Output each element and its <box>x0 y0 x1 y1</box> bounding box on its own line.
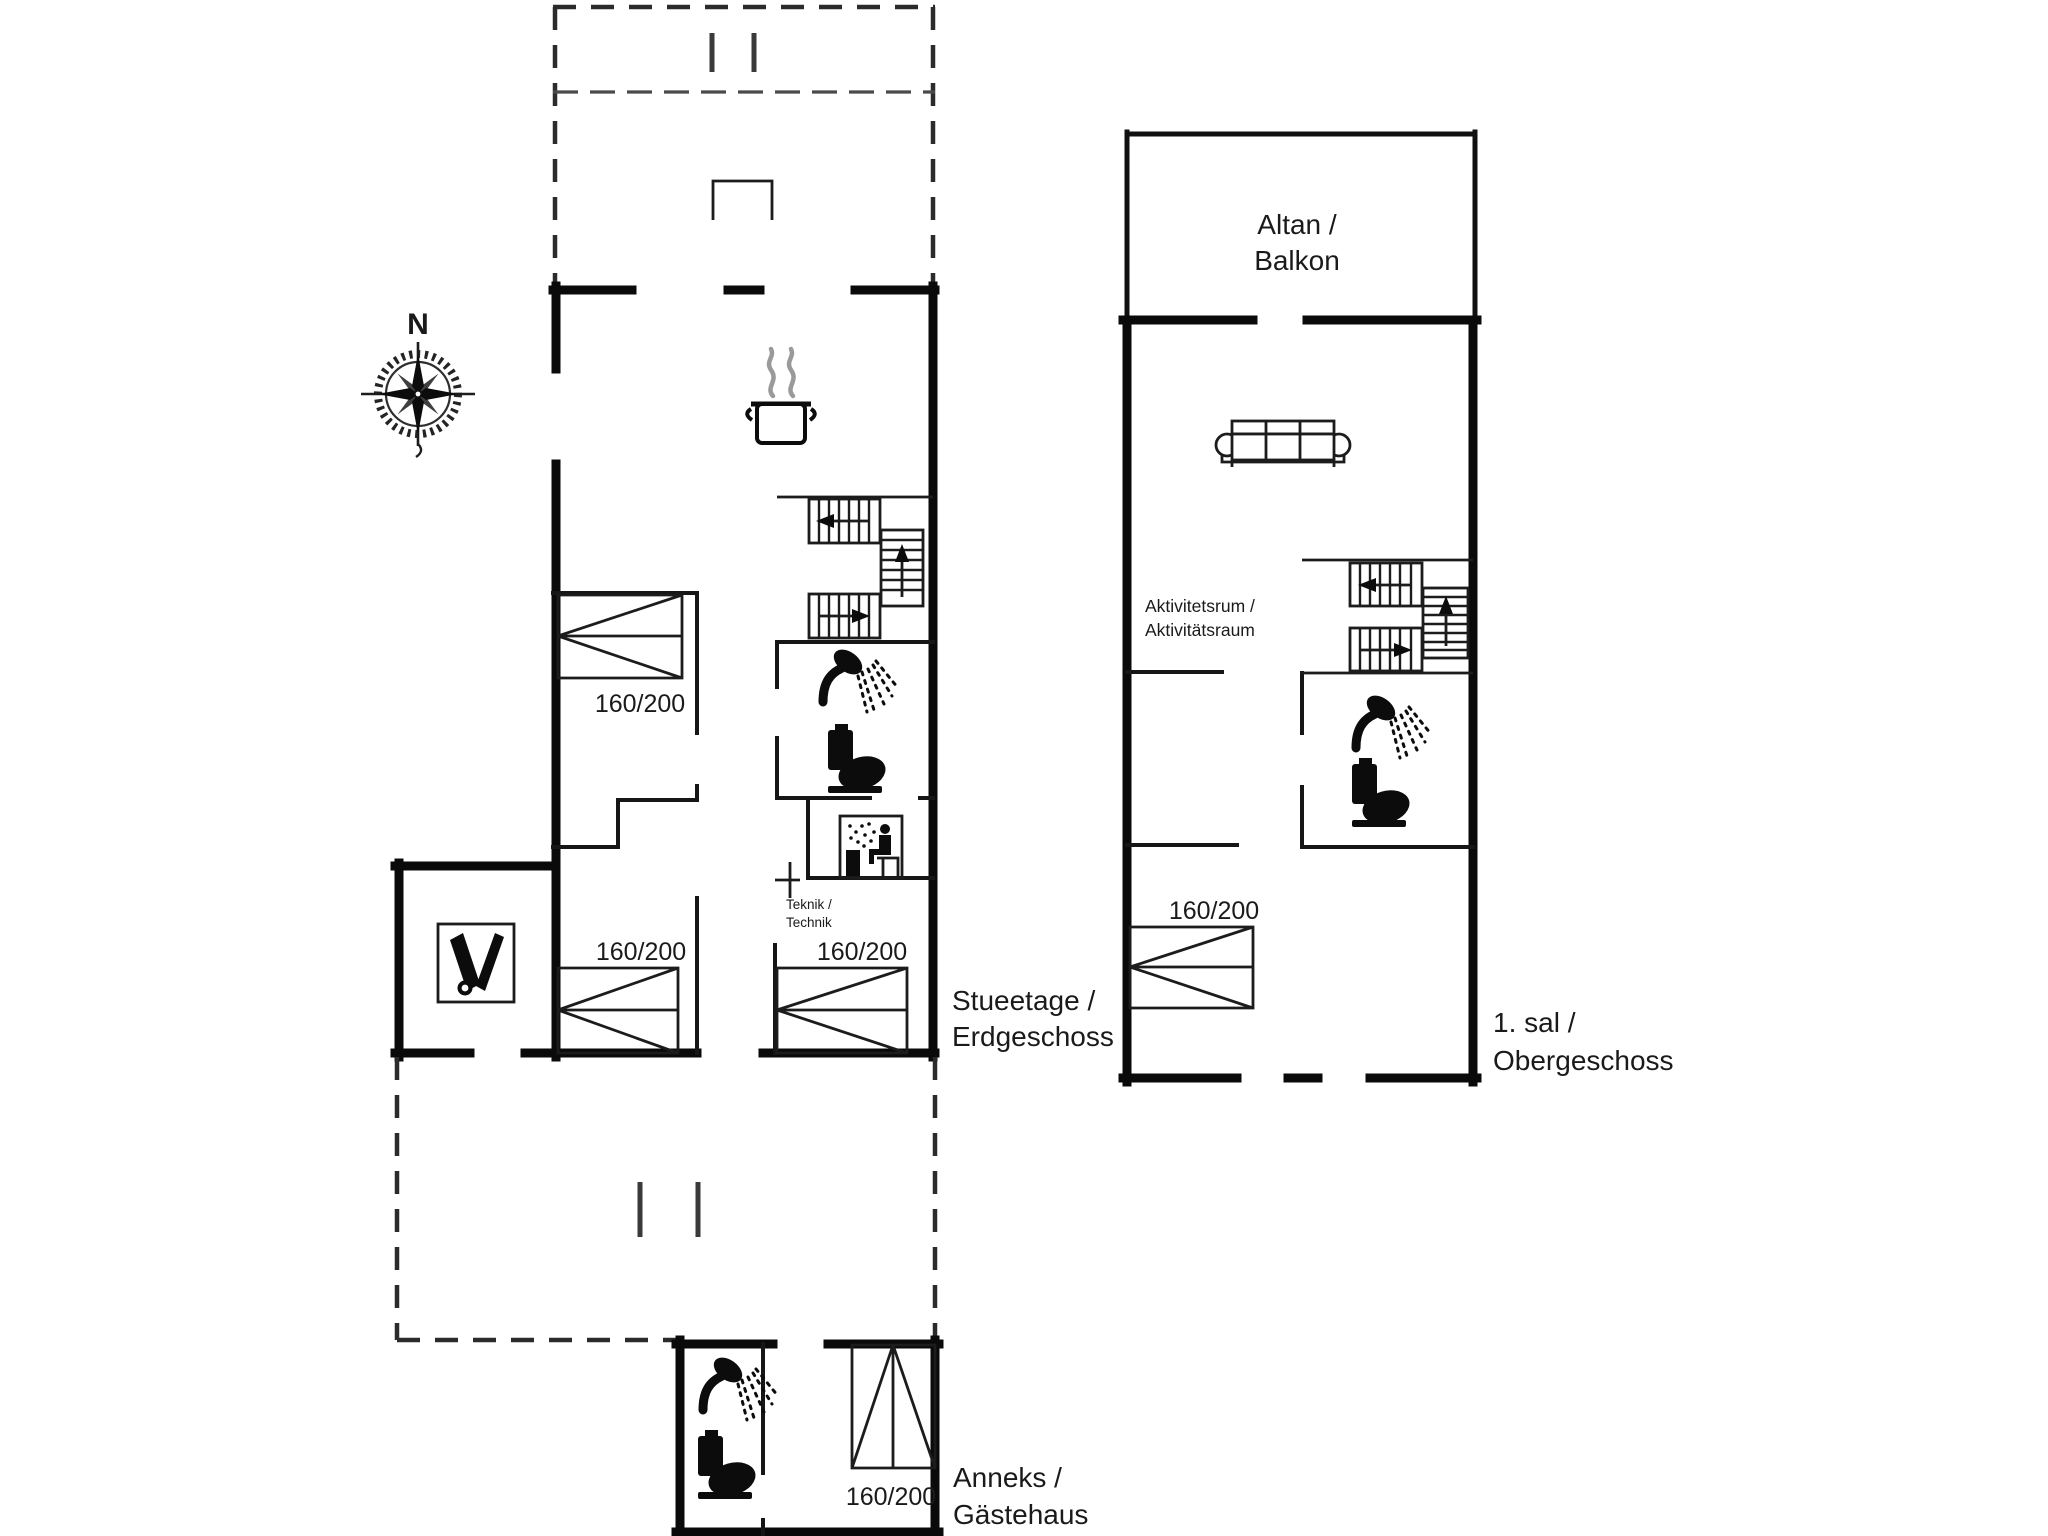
bed1-size-label: 160/200 <box>595 690 685 718</box>
teknik-label-line1: Teknik / <box>786 897 832 912</box>
bed-symbol-annex <box>850 1343 937 1470</box>
shower-icon <box>823 645 898 712</box>
toilet-icon <box>1352 758 1414 829</box>
upper-floor-plan: Altan / Balkon Aktivitetsrum / Aktivität… <box>1118 129 1674 1087</box>
shower-icon <box>703 1353 778 1420</box>
upper-floor-label-line1: 1. sal / <box>1493 1007 1576 1038</box>
cooking-pot-icon <box>745 346 817 445</box>
teknik-door-mark <box>775 862 800 898</box>
shower-icon <box>1356 691 1431 758</box>
cleaning-equipment-icon <box>436 922 516 1004</box>
sofa-icon <box>1214 419 1352 467</box>
balcony-walls <box>1124 129 1478 323</box>
bed3-size-label: 160/200 <box>817 938 907 966</box>
staircase-upper <box>1348 561 1470 673</box>
balcony-label-line1: Altan / <box>1257 209 1337 240</box>
bed-symbol-3 <box>775 966 909 1055</box>
balcony-label-line2: Balkon <box>1254 245 1340 276</box>
bed-symbol-1 <box>556 593 684 680</box>
staircase-ground <box>807 497 925 640</box>
annex-plan: 160/200 Anneks / Gästehaus <box>671 1335 1088 1536</box>
north-terrace-outline <box>552 4 936 288</box>
terrace-post-marks <box>709 33 757 72</box>
ground-floor-label-line2: Erdgeschoss <box>952 1021 1114 1052</box>
terrace-post-marks <box>637 1182 701 1237</box>
chimney-nook <box>711 179 774 220</box>
utility-room-walls <box>390 858 561 1062</box>
bed-upper-size-label: 160/200 <box>1169 897 1259 925</box>
annex-label-line2: Gästehaus <box>953 1499 1088 1530</box>
bed-annex-size-label: 160/200 <box>846 1483 936 1511</box>
ground-floor-label-line1: Stueetage / <box>952 985 1095 1016</box>
teknik-label-line2: Technik <box>786 915 832 930</box>
bed-symbol-upper <box>1128 925 1255 1010</box>
compass-north-label: N <box>407 308 429 341</box>
upper-floor-label-line2: Obergeschoss <box>1493 1045 1674 1076</box>
bed2-size-label: 160/200 <box>596 938 686 966</box>
ground-floor-plan: 160/200 160/200 160/200 Teknik / Technik… <box>390 4 1114 1343</box>
activity-room-label-line2: Aktivitätsraum <box>1145 620 1255 640</box>
upper-floor-outer-walls <box>1118 315 1482 1087</box>
activity-room-label-line1: Aktivitetsrum / <box>1145 596 1255 616</box>
south-terrace-outline <box>394 1057 938 1343</box>
sauna-icon <box>838 814 904 880</box>
ground-floor-interior-walls <box>551 495 935 1055</box>
annex-label-line1: Anneks / <box>953 1462 1062 1493</box>
bed-symbol-2 <box>556 966 680 1055</box>
toilet-icon <box>698 1430 760 1501</box>
upper-floor-interior-walls <box>1125 558 1475 849</box>
toilet-icon <box>828 724 890 795</box>
compass-rose-icon <box>361 342 475 458</box>
